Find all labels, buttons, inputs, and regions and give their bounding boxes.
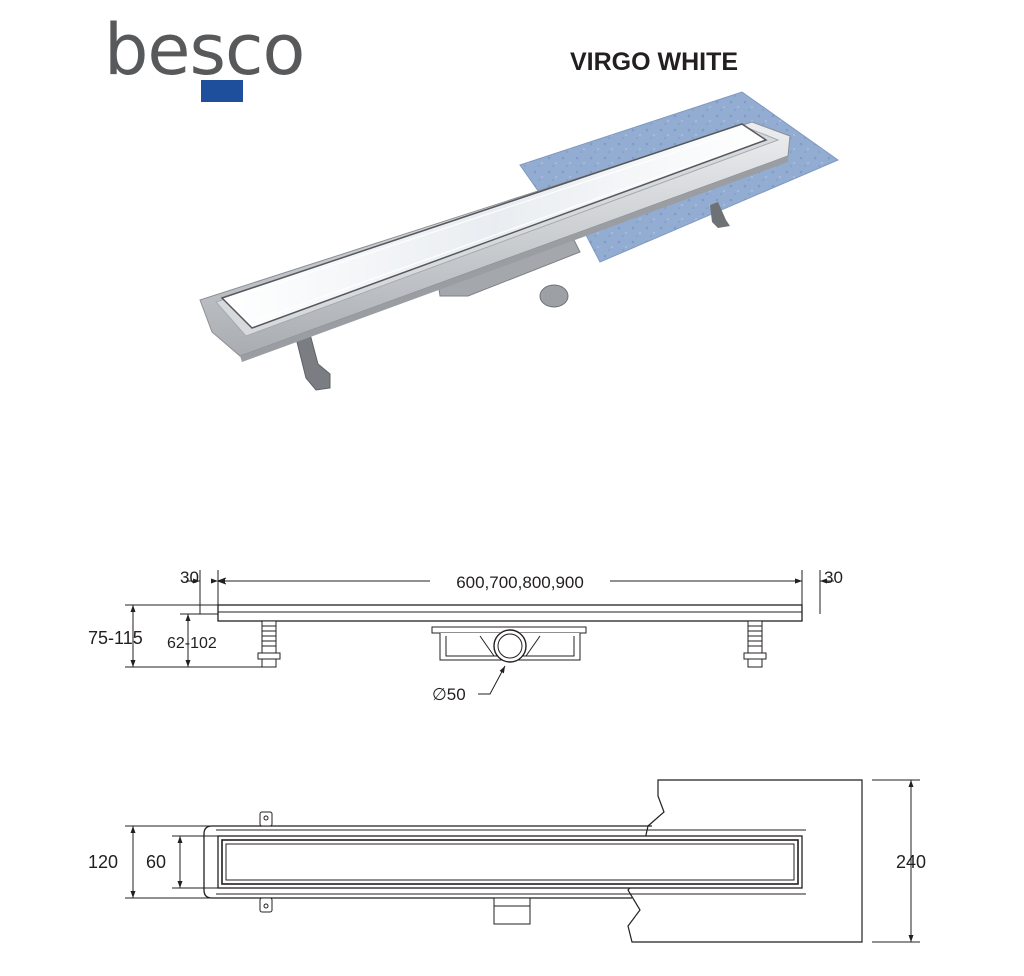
front-view	[125, 570, 834, 695]
adjustable-foot-right	[710, 202, 730, 228]
dim-left-margin: 30	[180, 568, 199, 587]
dim-height-inner: 62-102	[167, 635, 217, 652]
outlet-circle	[493, 629, 527, 663]
product-title: VIRGO WHITE	[570, 48, 738, 76]
grate-top	[217, 835, 803, 889]
dim-membrane-width: 240	[896, 852, 926, 872]
outlet-pipe-end	[539, 284, 569, 308]
logo-accent-mark	[201, 80, 243, 102]
dim-inner-width: 60	[146, 852, 166, 872]
dim-outer-width: 120	[88, 852, 118, 872]
brand-logo: besco	[104, 9, 305, 102]
top-view	[125, 779, 920, 943]
dim-total-length: 600,700,800,900	[456, 573, 584, 592]
white-glass-grate	[220, 123, 768, 329]
dim-outlet-diameter: ∅50	[432, 685, 466, 704]
dim-height-total: 75-115	[88, 628, 143, 648]
channel-top-outline	[203, 825, 652, 899]
logo-text: besco	[104, 9, 304, 91]
dim-right-margin: 30	[824, 568, 843, 587]
product-render	[199, 91, 840, 391]
adjustable-foot-left	[295, 333, 331, 391]
channel-side-profile	[217, 604, 803, 622]
